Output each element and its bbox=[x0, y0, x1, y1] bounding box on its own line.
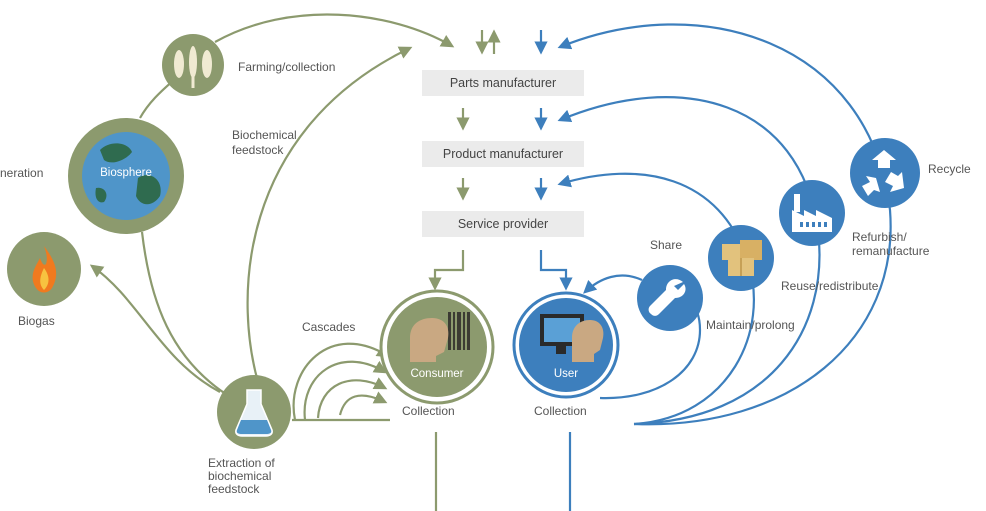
service-to-consumer bbox=[428, 250, 465, 291]
recycle-node bbox=[850, 138, 920, 208]
farming-collection-label: Farming/collection bbox=[238, 60, 336, 74]
person-barcode-icon bbox=[410, 312, 470, 362]
share-arrow bbox=[583, 274, 643, 294]
share-node bbox=[637, 265, 703, 331]
service-to-user bbox=[539, 250, 573, 291]
recycle-label: Recycle bbox=[928, 162, 971, 176]
cascade-2 bbox=[316, 377, 388, 419]
refurbish-label: Refurbish/ remanufacture bbox=[852, 230, 930, 258]
biogas-node bbox=[7, 232, 81, 306]
biological-flows bbox=[89, 13, 501, 511]
boxes-icon bbox=[722, 240, 762, 276]
biogas-label: Biogas bbox=[18, 314, 55, 328]
cascade-1 bbox=[338, 391, 388, 416]
farming-arrow bbox=[214, 13, 455, 48]
cascade-3 bbox=[303, 360, 388, 421]
extraction-label: Extraction of biochemical feedstock bbox=[208, 456, 275, 496]
consumer-label: Consumer bbox=[410, 368, 464, 380]
consumer-node bbox=[379, 289, 495, 405]
extraction-to-biosphere-arc bbox=[140, 231, 233, 399]
biogas-arrow bbox=[89, 264, 221, 393]
factory-icon bbox=[792, 194, 832, 232]
reuse-node bbox=[708, 225, 774, 291]
biochemical-feedstock-label: Biochemical feedstock bbox=[232, 128, 297, 157]
flask-icon bbox=[235, 389, 273, 437]
person-computer-icon bbox=[540, 314, 604, 362]
wrench-icon bbox=[648, 279, 686, 316]
reuse-redistribute-label: Reuse/redistribute bbox=[781, 279, 879, 293]
extraction-node bbox=[217, 375, 291, 449]
globe-icon bbox=[95, 143, 161, 205]
service-provider-box: Service provider bbox=[422, 211, 584, 237]
cascades-label: Cascades bbox=[302, 320, 356, 334]
maintain-prolong-label: Maintain/prolong bbox=[706, 318, 795, 332]
recycle-icon bbox=[862, 150, 904, 196]
parts-manufacturer-box: Parts manufacturer bbox=[422, 70, 584, 96]
regeneration-label: neration bbox=[0, 166, 44, 180]
recycle-arc bbox=[557, 23, 892, 426]
wheat-fish-icon bbox=[174, 46, 212, 88]
share-label: Share bbox=[650, 238, 683, 252]
consumer-collection-label: Collection bbox=[402, 404, 455, 418]
farming-node bbox=[162, 34, 224, 96]
biosphere-label: Biosphere bbox=[100, 167, 152, 179]
product-manufacturer-box: Product manufacturer bbox=[422, 141, 584, 167]
feedstock-arc bbox=[246, 46, 413, 396]
user-collection-label: Collection bbox=[534, 404, 587, 418]
cascade-4 bbox=[292, 342, 391, 421]
user-label: User bbox=[553, 368, 579, 380]
refurbish-node bbox=[779, 180, 845, 246]
user-node bbox=[512, 291, 620, 399]
biosphere-node bbox=[68, 118, 184, 234]
